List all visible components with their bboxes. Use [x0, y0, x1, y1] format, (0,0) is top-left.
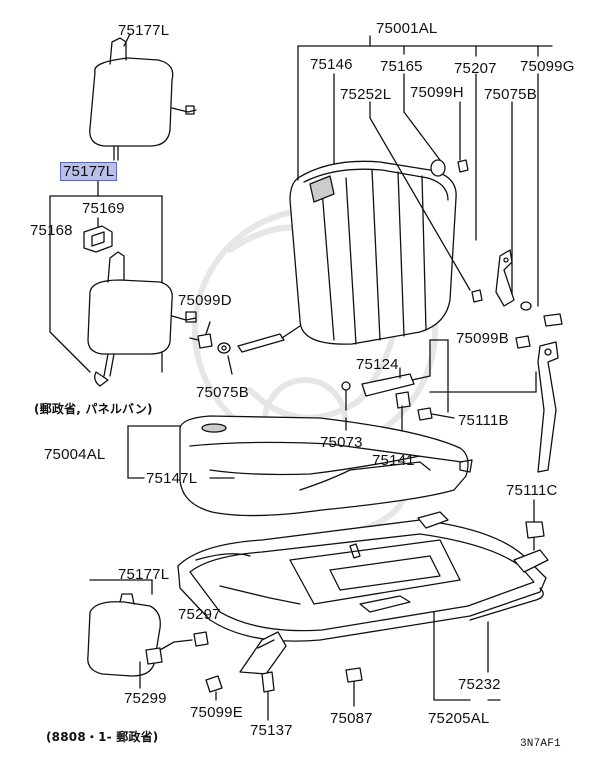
- upper-headrest: [89, 33, 197, 161]
- label-cushion-cover: 75147L: [146, 470, 198, 487]
- seat-frame: [177, 511, 549, 642]
- label-headrest-upper: 75177L: [118, 22, 170, 39]
- label-lock: 75137: [250, 722, 293, 739]
- escutcheon-part: [83, 225, 113, 253]
- back-hardware: [430, 159, 563, 327]
- label-bolt-b: 75099B: [456, 330, 509, 347]
- frame-leaders: [433, 611, 501, 701]
- note-date: (8808・1- 郵政省): [46, 730, 159, 744]
- note-headrest: (郵政省, パネルバン): [34, 402, 153, 416]
- label-escutcheon: 75169: [82, 200, 125, 217]
- label-support: 75168: [30, 222, 73, 239]
- lower-headrest: [87, 579, 209, 689]
- label-lower-bolt: 75299: [124, 690, 167, 707]
- cushion-leaders: [127, 425, 235, 479]
- back-group-leader: [297, 35, 553, 307]
- seat-cushion: [179, 415, 473, 517]
- label-cushion-pad: 75073: [320, 434, 363, 451]
- label-back-bolt-g: 75099G: [520, 58, 575, 75]
- right-bolt: [525, 499, 545, 551]
- label-back-washer: 75075B: [484, 86, 537, 103]
- label-back-pad: 75146: [310, 56, 353, 73]
- label-frame-assy: 75205AL: [428, 710, 490, 727]
- label-lower-bolt-e: 75099E: [190, 704, 243, 721]
- label-bolt-right-b: 75111B: [458, 412, 509, 429]
- label-back-plug: 75252L: [340, 86, 392, 103]
- label-back-assy: 75001AL: [376, 20, 438, 37]
- label-washer-left: 75075B: [196, 384, 249, 401]
- diagram-code: 3N7AF1: [520, 738, 561, 750]
- label-nut: 75087: [330, 710, 373, 727]
- lower-fasteners: [205, 631, 363, 721]
- label-bolt-right-c: 75111C: [506, 482, 558, 499]
- label-back-knob: 75165: [380, 58, 423, 75]
- middle-headrest: [87, 251, 197, 387]
- label-bolt-left: 75099D: [178, 292, 232, 309]
- label-bracket: 75124: [356, 356, 399, 373]
- label-spacer: 75141: [372, 452, 415, 469]
- label-headrest-lower: 75177L: [118, 566, 170, 583]
- label-frame: 75232: [458, 676, 501, 693]
- label-headrest-selected[interactable]: 75177L: [60, 162, 118, 181]
- seat-back: [237, 160, 457, 353]
- label-cushion-assy: 75004AL: [44, 446, 106, 463]
- label-guide: 75297: [178, 606, 221, 623]
- label-back-hinge: 75207: [454, 60, 497, 77]
- label-back-bolt-h: 75099H: [410, 84, 464, 101]
- left-fasteners: [189, 321, 233, 375]
